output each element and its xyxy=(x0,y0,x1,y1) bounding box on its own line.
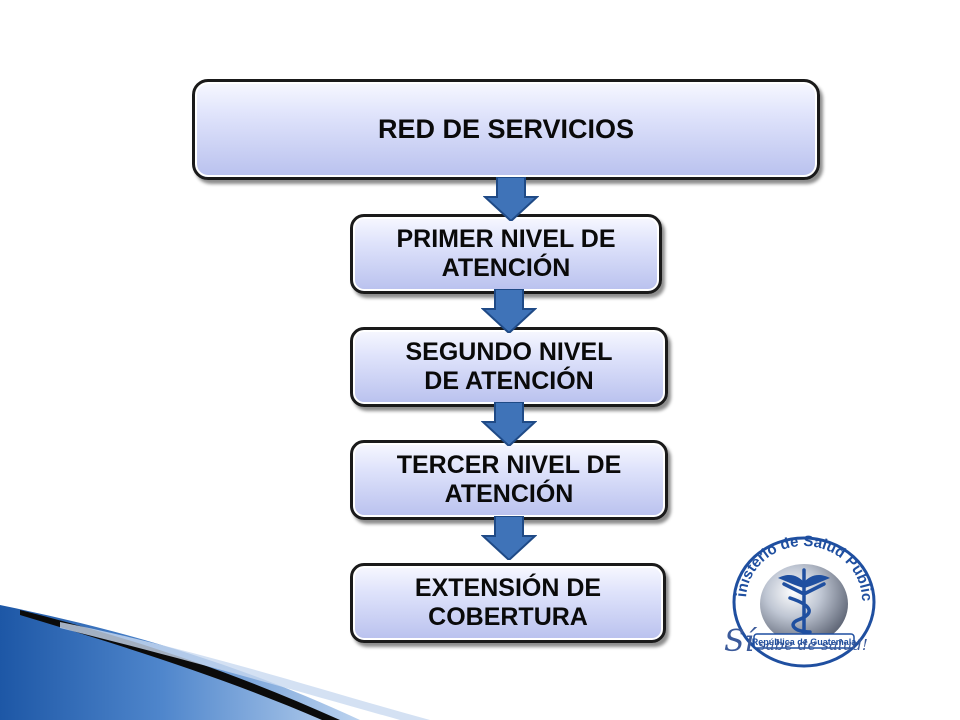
red-de-servicios-box: RED DE SERVICIOS xyxy=(192,79,820,180)
down-arrow-3 xyxy=(481,402,537,446)
extension-cobertura-line1: EXTENSIÓN DE xyxy=(414,573,602,602)
red-de-servicios-label: RED DE SERVICIOS xyxy=(377,113,635,144)
extension-cobertura-box: EXTENSIÓN DE COBERTURA xyxy=(350,563,666,643)
primer-nivel-line2: ATENCIÓN xyxy=(441,254,571,282)
down-arrow-4 xyxy=(481,516,537,560)
logo-wings-icon xyxy=(778,575,830,588)
tercer-nivel-box: TERCER NIVEL DE ATENCIÓN xyxy=(350,440,668,520)
primer-nivel-line1: PRIMER NIVEL DE xyxy=(396,224,616,253)
tercer-nivel-line2: ATENCIÓN xyxy=(444,480,574,508)
extension-cobertura-line2: COBERTURA xyxy=(428,603,588,631)
swoosh-light-band xyxy=(60,622,430,720)
logo-tagline-text: sabe de salud! xyxy=(758,636,868,654)
down-arrow-1 xyxy=(483,177,539,221)
logo-inner-banner xyxy=(753,633,855,649)
logo-inner-text: República de Guatemala xyxy=(752,637,858,647)
primer-nivel-box: PRIMER NIVEL DE ATENCIÓN xyxy=(350,214,662,294)
ministerio-salud-logo: Ministerio de Salud Pública República de… xyxy=(718,522,876,668)
segundo-nivel-line1: SEGUNDO NIVEL xyxy=(405,337,613,366)
down-arrow-2 xyxy=(481,289,537,333)
tercer-nivel-line1: TERCER NIVEL DE xyxy=(396,450,622,479)
logo-caduceus-icon xyxy=(782,568,826,640)
logo-tagline-si: Sí xyxy=(724,624,755,659)
segundo-nivel-box: SEGUNDO NIVEL DE ATENCIÓN xyxy=(350,327,668,407)
segundo-nivel-line2: DE ATENCIÓN xyxy=(424,367,594,395)
